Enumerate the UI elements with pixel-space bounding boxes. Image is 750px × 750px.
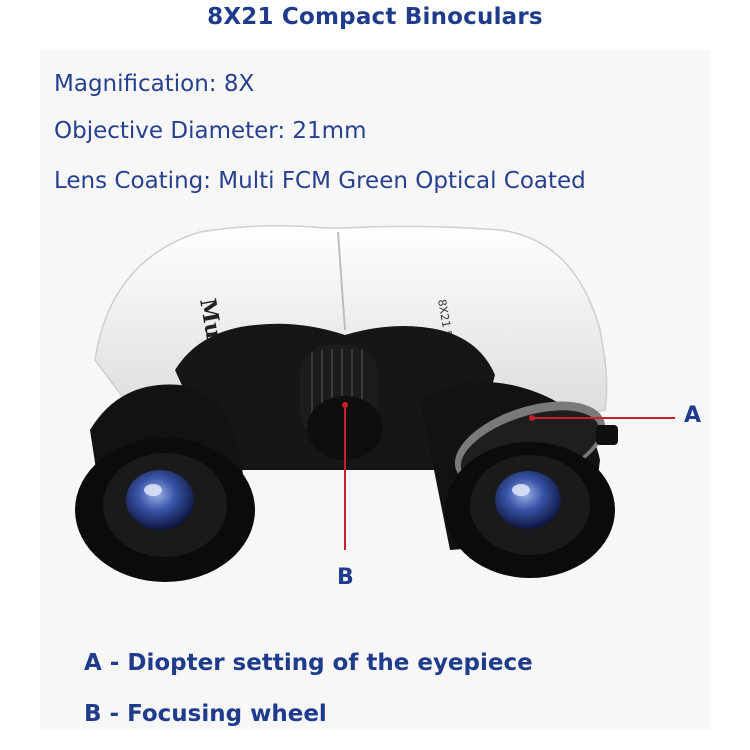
right-eyepiece (420, 382, 615, 578)
pointer-dot-a (529, 415, 535, 421)
spec-magnification: Magnification: 8X (54, 71, 255, 97)
left-lens (126, 470, 194, 530)
strap-lug (596, 425, 618, 445)
legend-diopter: A - Diopter setting of the eyepiece (84, 650, 533, 676)
page-title: 8X21 Compact Binoculars (207, 4, 543, 30)
marker-b-label: B (337, 565, 354, 590)
pointer-dot-b (342, 402, 348, 408)
legend-focusing-wheel: B - Focusing wheel (84, 701, 327, 727)
spec-objective-diameter: Objective Diameter: 21mm (54, 118, 367, 144)
marker-a-label: A (684, 403, 702, 428)
body-center-seam (337, 231, 346, 331)
right-lens (495, 471, 561, 529)
left-eyepiece (75, 384, 255, 582)
focusing-wheel (300, 345, 383, 460)
spec-lens-coating: Lens Coating: Multi FCM Green Optical Co… (54, 168, 586, 194)
